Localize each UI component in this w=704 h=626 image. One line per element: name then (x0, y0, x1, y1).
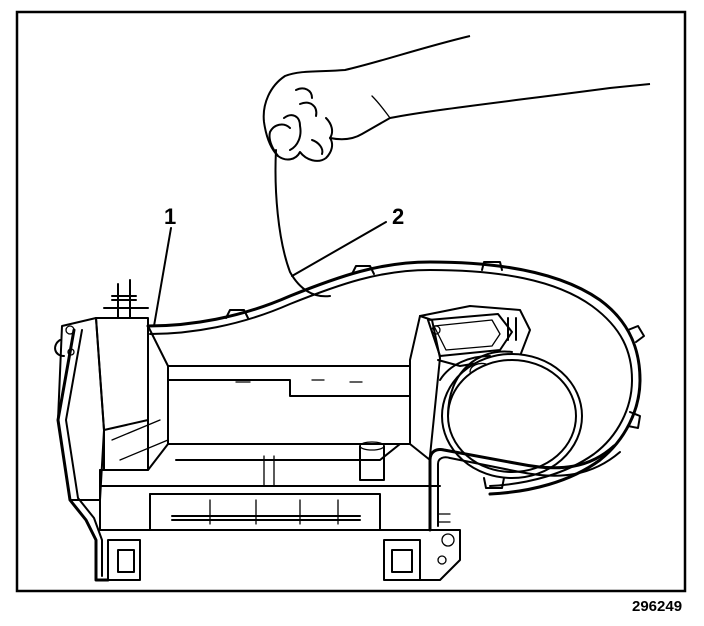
figure-frame (15, 10, 687, 593)
heater-case (54, 260, 645, 582)
callout-2-label: 2 (392, 204, 404, 229)
callout-1-label: 1 (164, 204, 176, 229)
hand-illustration (262, 35, 651, 162)
callout-2: 2 (291, 204, 404, 277)
pull-string (274, 149, 331, 298)
callout-1: 1 (153, 204, 176, 327)
callout-2-leader (291, 221, 387, 277)
figure-number: 296249 (632, 598, 683, 615)
callout-1-leader (153, 227, 172, 327)
